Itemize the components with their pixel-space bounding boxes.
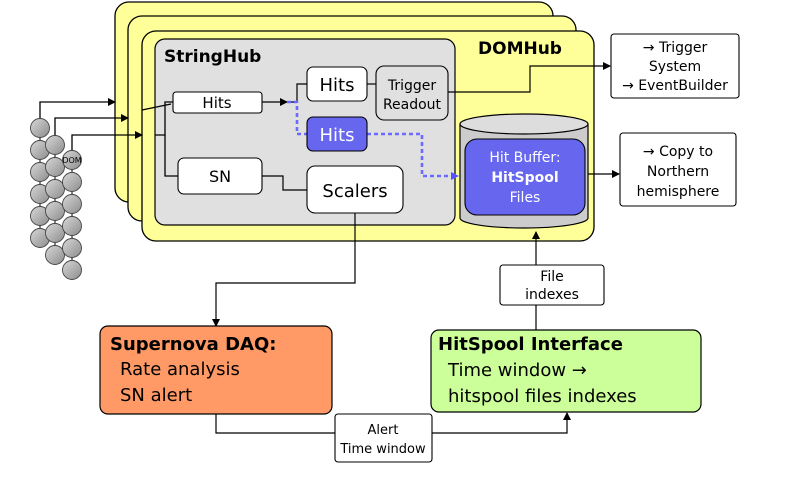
hit-buffer-line-3: Files — [510, 190, 541, 206]
alert-window-box — [334, 413, 433, 463]
dom-module — [45, 223, 65, 243]
file-indexes-line-2: indexes — [525, 287, 579, 303]
sn-box — [177, 157, 263, 195]
supernova-daq-box — [99, 325, 333, 415]
dom-module — [45, 245, 65, 265]
copy-north-line-3: hemisphere — [637, 184, 720, 200]
file-indexes-box — [499, 264, 605, 306]
hitspool-interface-line-2: hitspool files indexes — [448, 386, 637, 407]
dom-module — [45, 157, 65, 177]
hit-buffer-box — [464, 138, 586, 216]
dom-module — [45, 135, 65, 155]
copy-north-box — [619, 132, 737, 207]
dom-module — [62, 216, 82, 236]
dom-module — [62, 150, 82, 170]
copy-north-line-1: → Copy to — [643, 144, 713, 160]
hits-top-box — [306, 66, 368, 102]
dom-module — [62, 238, 82, 258]
scalers-label: Scalers — [322, 181, 387, 202]
hitspool-interface-title: HitSpool Interface — [438, 334, 623, 355]
supernova-daq-title: Supernova DAQ: — [110, 334, 276, 355]
trigger-readout-line-1: Trigger — [387, 78, 437, 94]
dom-label: DOM — [62, 156, 81, 165]
dom-module — [62, 172, 82, 192]
scalers-box — [306, 165, 404, 214]
internal-connectors — [212, 62, 620, 434]
alert-window-line-2: Time window — [339, 442, 426, 457]
sn-label: SN — [209, 167, 231, 186]
alert-window-line-1: Alert — [368, 423, 399, 438]
hitspool-dashed-path — [287, 100, 458, 176]
dom-module — [45, 179, 65, 199]
hits-input-label: Hits — [202, 94, 231, 112]
domhub-title: DOMHub — [478, 39, 562, 59]
trigger-system-line-1: → Trigger — [643, 40, 708, 56]
dom-module — [45, 201, 65, 221]
supernova-daq-line-2: SN alert — [120, 385, 192, 406]
hits-input-box — [172, 91, 263, 114]
dom-module — [62, 194, 82, 214]
file-indexes-line-1: File — [540, 269, 563, 285]
trigger-system-line-3: → EventBuilder — [622, 78, 728, 94]
copy-north-line-2: Northern — [647, 164, 709, 180]
trigger-system-line-2: System — [649, 59, 701, 75]
hitspool-interface-box — [430, 329, 702, 413]
trigger-readout-box — [375, 65, 449, 121]
trigger-readout-line-2: Readout — [383, 97, 442, 113]
dom-strings — [30, 118, 82, 280]
hit-buffer-line-1: Hit Buffer: — [489, 150, 560, 166]
supernova-daq-line-1: Rate analysis — [120, 359, 240, 380]
hits-top-label: Hits — [320, 75, 355, 96]
hits-spool-label: Hits — [320, 125, 355, 146]
dom-module — [62, 260, 82, 280]
hitspool-interface-line-1: Time window → — [447, 360, 587, 381]
stringhub-title: StringHub — [164, 47, 261, 67]
hits-spool-box — [306, 116, 368, 152]
trigger-system-box — [610, 33, 740, 99]
dom-module — [30, 118, 50, 138]
hit-buffer-line-2: HitSpool — [491, 170, 558, 186]
